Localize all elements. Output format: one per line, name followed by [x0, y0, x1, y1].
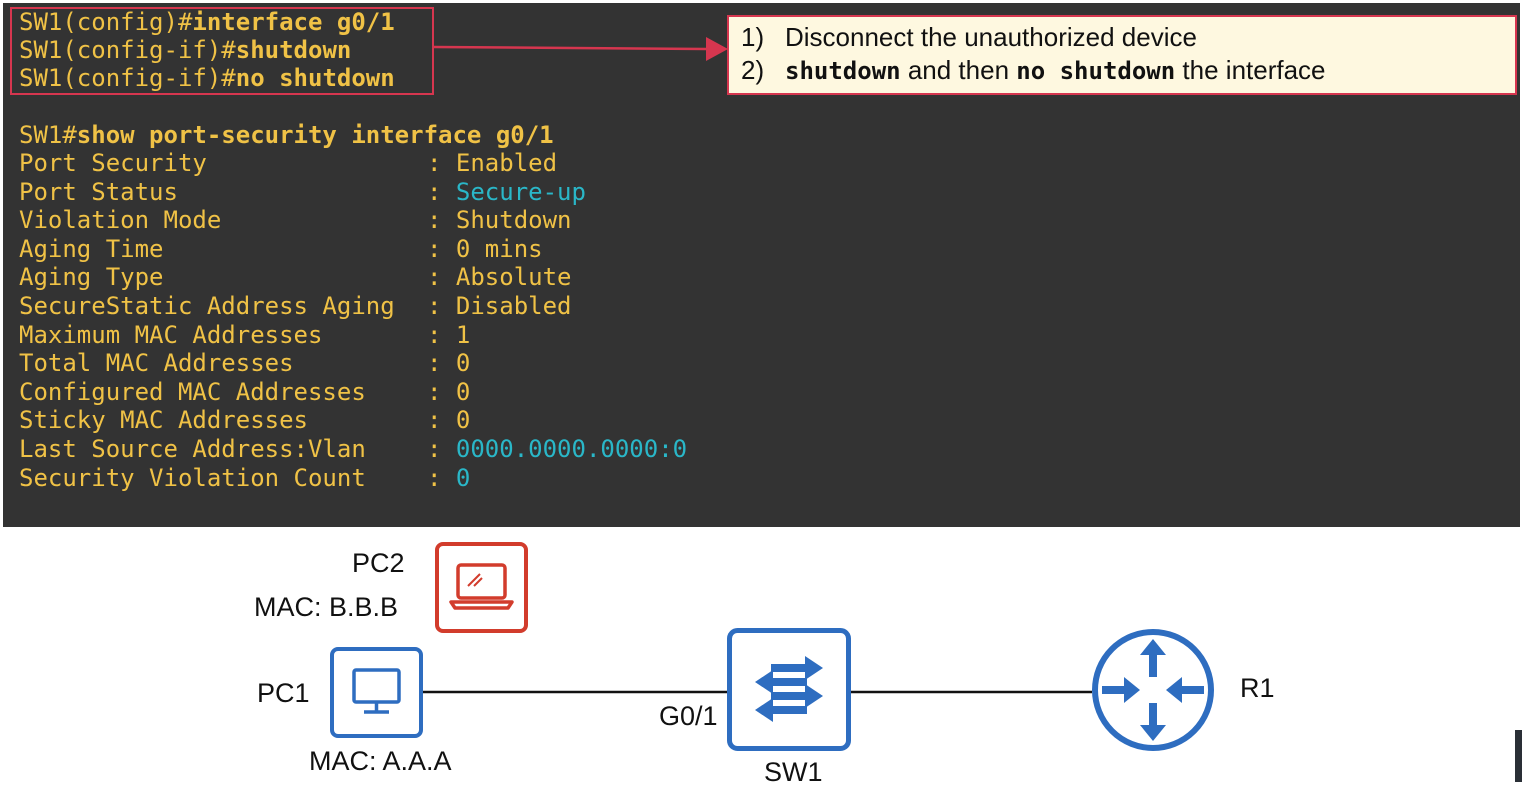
- field-separator: :: [427, 206, 456, 235]
- field-label: SecureStatic Address Aging: [19, 292, 395, 320]
- arrow-icon: [434, 37, 728, 61]
- field-separator: :: [427, 463, 456, 492]
- field-separator: :: [427, 234, 456, 263]
- pc1-name: PC1: [257, 678, 310, 708]
- port-security-row: SecureStatic Address Aging: Disabled: [19, 292, 572, 320]
- field-separator: :: [427, 349, 456, 378]
- pc2-name: PC2: [352, 548, 405, 578]
- port-security-row: Sticky MAC Addresses: 0: [19, 406, 470, 434]
- router-icon: [1092, 629, 1214, 751]
- pc2-mac: MAC: B.B.B: [254, 592, 399, 622]
- switch-icon: [727, 628, 851, 751]
- field-value: Absolute: [455, 263, 572, 292]
- field-label: Last Source Address:Vlan: [19, 435, 366, 463]
- field-label: Maximum MAC Addresses: [19, 320, 323, 349]
- port-security-row: Violation Mode: Shutdown: [19, 206, 572, 234]
- port-security-row: Maximum MAC Addresses: 1: [19, 321, 470, 349]
- command-line-interface: SW1(config)#interface g0/1: [19, 8, 395, 36]
- sw1-name: SW1: [764, 757, 823, 786]
- field-value: 0 mins: [455, 234, 543, 263]
- field-label: Port Status: [19, 177, 178, 206]
- port-security-row: Security Violation Count: 0: [19, 464, 470, 492]
- field-separator: :: [427, 435, 456, 463]
- field-separator: :: [427, 177, 456, 206]
- field-value: Disabled: [455, 292, 572, 320]
- sw1-port-label: G0/1: [659, 701, 718, 731]
- port-security-row: Aging Time: 0 mins: [19, 235, 543, 263]
- field-value: 0: [455, 406, 471, 435]
- r1-name: R1: [1240, 673, 1275, 703]
- note-step-2: 2)shutdown and then no shutdown the inte…: [741, 55, 1326, 85]
- note-step-1: 1)Disconnect the unauthorized device: [741, 22, 1197, 52]
- corner-element: [1515, 730, 1522, 782]
- field-separator: :: [427, 149, 456, 177]
- field-value: 0: [455, 349, 471, 378]
- field-separator: :: [427, 292, 456, 320]
- pc1-mac: MAC: A.A.A: [309, 746, 452, 776]
- field-separator: :: [427, 377, 456, 406]
- field-label: Violation Mode: [19, 206, 222, 235]
- field-value: 0: [455, 377, 471, 406]
- field-value: Enabled: [455, 149, 558, 177]
- field-value: 0: [455, 463, 471, 492]
- field-label: Port Security: [19, 149, 207, 177]
- desktop-pc-icon: [330, 647, 423, 738]
- instruction-note: 1)Disconnect the unauthorized device 2)s…: [727, 15, 1517, 95]
- port-security-row: Port Status: Secure-up: [19, 178, 586, 206]
- show-command-line: SW1#show port-security interface g0/1: [19, 121, 554, 149]
- field-label: Total MAC Addresses: [19, 349, 294, 378]
- field-separator: :: [427, 263, 456, 292]
- commands-highlight-box: [10, 7, 434, 95]
- laptop-icon: [435, 542, 528, 633]
- field-value: 1: [455, 320, 471, 349]
- field-separator: :: [427, 320, 456, 349]
- port-security-row: Configured MAC Addresses: 0: [19, 378, 470, 406]
- field-label: Configured MAC Addresses: [19, 377, 366, 406]
- field-label: Aging Time: [19, 234, 164, 263]
- field-separator: :: [427, 406, 456, 435]
- field-label: Aging Type: [19, 263, 164, 292]
- command-line-shutdown: SW1(config-if)#shutdown: [19, 36, 352, 64]
- field-label: Sticky MAC Addresses: [19, 406, 308, 435]
- field-value: Shutdown: [455, 206, 572, 235]
- port-security-row: Aging Type: Absolute: [19, 263, 572, 291]
- port-security-row: Last Source Address:Vlan: 0000.0000.0000…: [19, 435, 687, 463]
- port-security-row: Total MAC Addresses: 0: [19, 349, 470, 377]
- field-value: 0000.0000.0000:0: [455, 435, 688, 463]
- field-label: Security Violation Count: [19, 463, 366, 492]
- command-line-no-shutdown: SW1(config-if)#no shutdown: [19, 64, 395, 92]
- field-value: Secure-up: [455, 177, 586, 206]
- port-security-row: Port Security: Enabled: [19, 149, 557, 177]
